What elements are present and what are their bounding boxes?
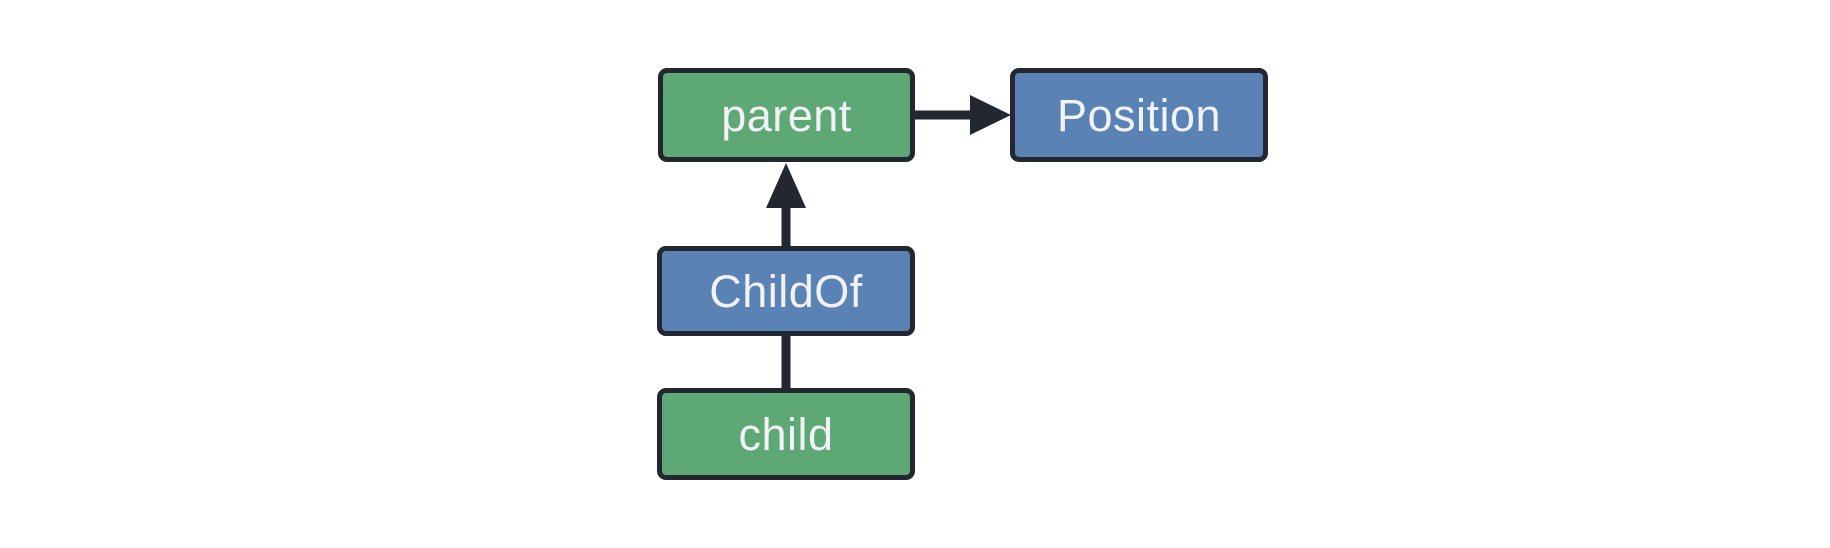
node-position: Position bbox=[1010, 68, 1268, 162]
edge-childof-parent bbox=[766, 163, 806, 247]
node-childof: ChildOf bbox=[657, 246, 915, 336]
node-child-label: child bbox=[738, 408, 834, 460]
edge-parent-position bbox=[915, 95, 1011, 135]
edge-parent-position-arrowhead-icon bbox=[970, 95, 1011, 135]
node-childof-label: ChildOf bbox=[709, 265, 863, 317]
node-child: child bbox=[657, 388, 915, 480]
node-parent-label: parent bbox=[721, 89, 852, 141]
edge-childof-parent-arrowhead-icon bbox=[766, 163, 806, 208]
node-position-label: Position bbox=[1056, 89, 1222, 141]
node-parent: parent bbox=[658, 68, 915, 162]
